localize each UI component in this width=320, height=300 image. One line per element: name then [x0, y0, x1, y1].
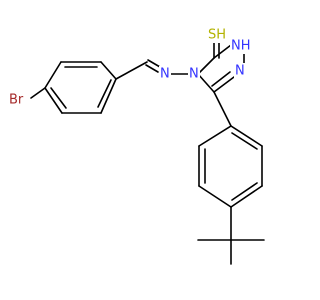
bond-tbph-4	[198, 185, 232, 208]
n-ring-low-label: N	[235, 64, 245, 79]
sh-label: SH	[208, 28, 226, 43]
bond-c5-n4	[197, 57, 215, 75]
bond-tbph-1i	[231, 132, 258, 150]
atom-nh: NH	[230, 38, 254, 54]
atom-n-ring-low: N	[234, 63, 246, 79]
atom-labels: SH NH N N N Br	[8, 27, 254, 108]
atom-sh: SH	[207, 27, 231, 43]
bond-bph-1	[100, 61, 117, 80]
molecule-diagram: SH NH N N N Br	[8, 27, 265, 265]
bond-bph-4i	[50, 87, 67, 109]
bond-n2-c3	[213, 76, 235, 93]
bonds	[30, 41, 265, 265]
bond-n2-c3-double	[211, 71, 231, 87]
bond-tbph-3	[230, 185, 263, 208]
bond-tbph-1	[230, 125, 263, 147]
bond-bph-6i	[97, 79, 112, 108]
bond-c3-n4	[197, 73, 215, 93]
bond-nimine-ch	[147, 59, 161, 68]
bond-c3-aryl	[213, 91, 232, 127]
bond-bph-br	[30, 87, 46, 99]
n-ring-sub-label: N	[189, 67, 199, 82]
bond-nimine-ch-double	[145, 64, 159, 73]
br-label: Br	[9, 93, 24, 108]
atom-n-ring-sub: N	[188, 66, 200, 82]
bond-ch-aryl	[115, 61, 148, 80]
structure-drawing: SH NH N N N Br	[8, 27, 265, 265]
bond-bph-4	[44, 87, 63, 114]
atom-n-imine: N	[159, 66, 171, 82]
bond-c5-n1	[213, 44, 232, 59]
bond-bph-6	[100, 78, 117, 114]
bond-tbph-3i	[231, 182, 258, 201]
n-imine-label: N	[160, 67, 170, 82]
atom-br: Br	[8, 92, 30, 108]
bond-bph-3	[44, 61, 62, 89]
bond-tbph-6	[198, 125, 232, 147]
nh-label: NH	[231, 39, 251, 54]
